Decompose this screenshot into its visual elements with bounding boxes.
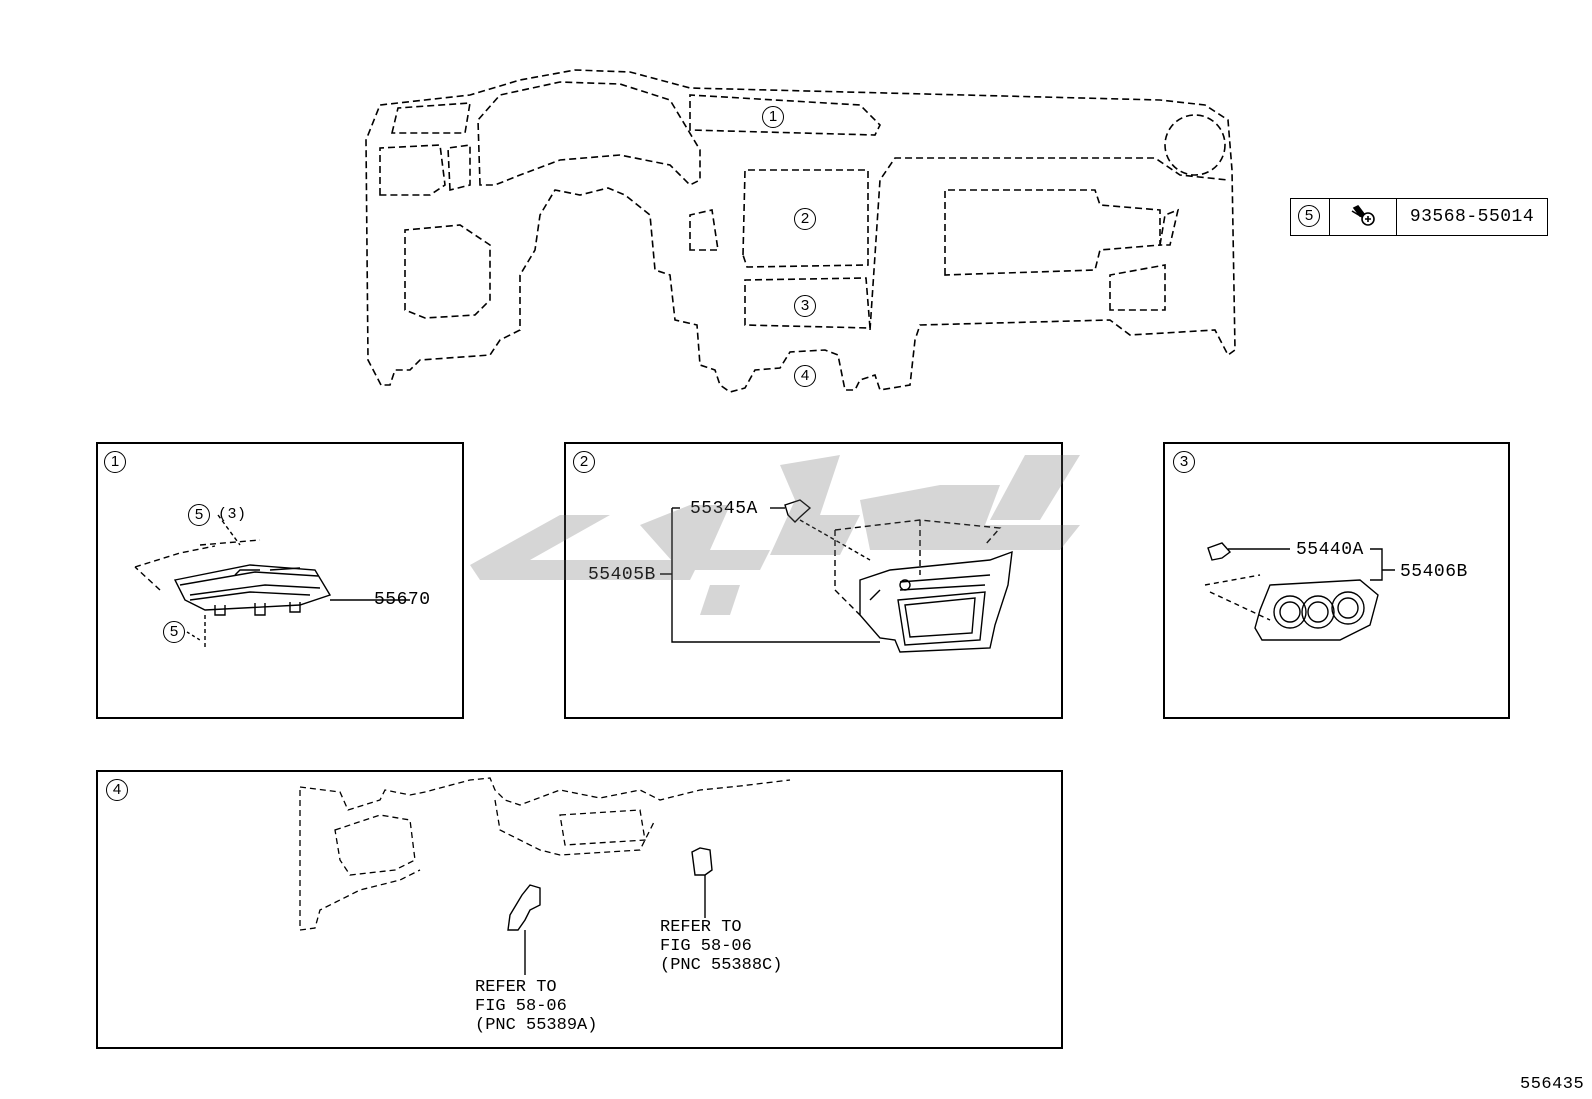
callout-3: 3 — [794, 295, 816, 317]
figure-id: 556435 — [1520, 1075, 1585, 1094]
fastener-legend: 5 93568-55014 — [1290, 198, 1548, 236]
p1-screw-bottom-ref: 5 — [163, 621, 185, 643]
p4-refer-a-line1: REFER TO — [475, 978, 557, 997]
p4-refer-c-line1: REFER TO — [660, 918, 742, 937]
p1-screw-top-qty: (3) — [218, 506, 247, 523]
panel-3 — [1163, 442, 1510, 719]
p2-part-55405B: 55405B — [588, 565, 656, 585]
legend-ref-cell: 5 — [1291, 199, 1330, 235]
p1-screw-top-ref: 5 — [188, 504, 210, 526]
panel-3-ref: 3 — [1173, 451, 1195, 473]
panel-2 — [564, 442, 1063, 719]
panel-1-ref: 1 — [104, 451, 126, 473]
legend-part-number: 93568-55014 — [1409, 207, 1535, 227]
panel-1 — [96, 442, 464, 719]
p2-part-55345A: 55345A — [690, 499, 758, 519]
legend-ref: 5 — [1298, 205, 1320, 227]
panel-4 — [96, 770, 1063, 1049]
p4-refer-a-line2: FIG 58-06 — [475, 997, 567, 1016]
p4-refer-c-line3: (PNC 55388C) — [660, 956, 783, 975]
watermark-logo — [470, 455, 1080, 615]
p1-part-55670: 55670 — [374, 590, 431, 610]
p4-refer-c-line2: FIG 58-06 — [660, 937, 752, 956]
panel-4-ref: 4 — [106, 779, 128, 801]
p3-part-55440A: 55440A — [1296, 540, 1364, 560]
legend-icon-cell — [1330, 199, 1397, 235]
callout-1: 1 — [762, 106, 784, 128]
callout-2: 2 — [794, 208, 816, 230]
p3-part-55406B: 55406B — [1400, 562, 1468, 582]
panel-2-ref: 2 — [573, 451, 595, 473]
callout-4: 4 — [794, 365, 816, 387]
p4-refer-a-line3: (PNC 55389A) — [475, 1016, 598, 1035]
screw-icon — [1351, 204, 1375, 226]
